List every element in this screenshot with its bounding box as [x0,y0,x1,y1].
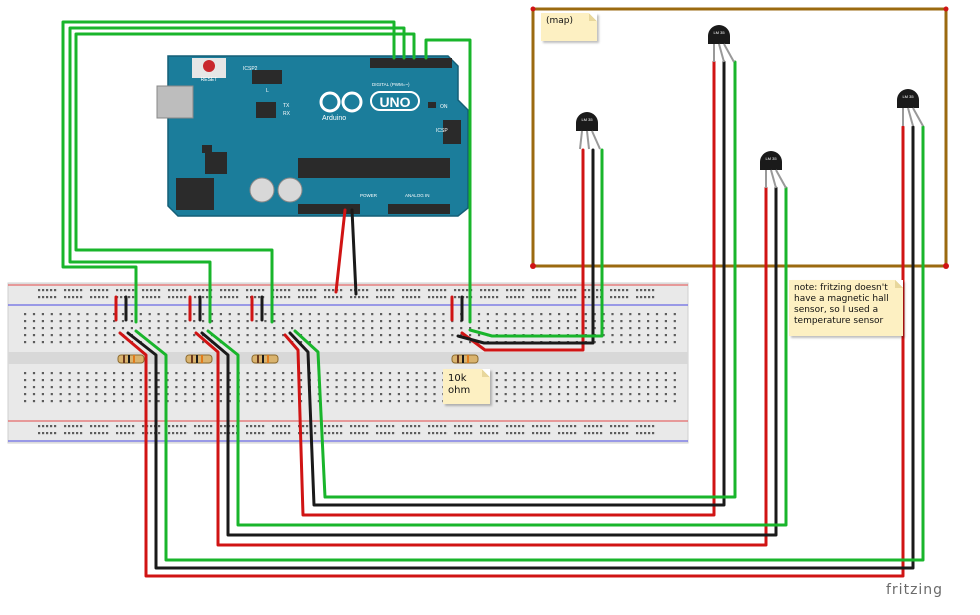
rx-label: RX [283,111,291,117]
resistor-note[interactable]: 10k ohm [443,369,490,404]
breadboard [7,282,689,444]
icsp2-label: ICSP2 [243,66,258,72]
wire-signal-4 [424,38,472,324]
hall-note-line: sensor, so I used a [794,305,879,315]
l-label: L [266,88,269,94]
resistor-1 [117,354,145,364]
hall-note-line: note: fritzing doesn't [794,283,888,293]
power-label: POWER [360,193,378,198]
map-note[interactable]: (map) [541,13,597,41]
fritzing-logo: fritzing [886,582,944,598]
hall-note-line: have a magnetic hall [794,294,889,304]
digital-label: DIGITAL (PWM=~) [372,82,410,87]
arduino-uno: RESET ICSP2 L TX RX ICSP ON UNO Arduino [156,55,469,218]
wire-gnd-black [350,208,358,296]
sensor-label: LM 35 [581,117,593,122]
sensor-label: LM 35 [902,94,914,99]
wiring [61,20,925,578]
wire-signal-3 [74,32,416,324]
resistor-3 [251,354,279,364]
reset-label: RESET [201,77,218,83]
resistor-4 [451,354,479,364]
on-label: ON [440,104,448,110]
sensor-4: LM 35 [897,89,924,127]
wire-5v-red [334,208,347,294]
tx-label: TX [283,103,290,109]
sensor-2: LM 35 [708,25,735,63]
resistor-note-line: 10k [448,373,467,384]
hall-note-line: temperature sensor [794,316,884,326]
resistor-note-line: ohm [448,385,471,396]
map-boundary [531,7,948,268]
resistors [117,354,479,364]
resistor-2 [185,354,213,364]
icsp-label: ICSP [436,128,448,134]
sensor-label: LM 35 [765,156,777,161]
sensors: LM 35 LM 35 LM 35 LM 35 [576,25,924,189]
map-note-text: (map) [546,16,574,26]
sensor-3: LM 35 [760,151,787,189]
analog-label: ANALOG IN [405,193,430,198]
hall-sensor-note[interactable]: note: fritzing doesn't have a magnetic h… [789,280,903,336]
sensor-label: LM 35 [713,30,725,35]
arduino-brand: Arduino [322,115,346,122]
uno-logo: UNO [379,94,410,110]
sensor-1: LM 35 [576,112,601,150]
